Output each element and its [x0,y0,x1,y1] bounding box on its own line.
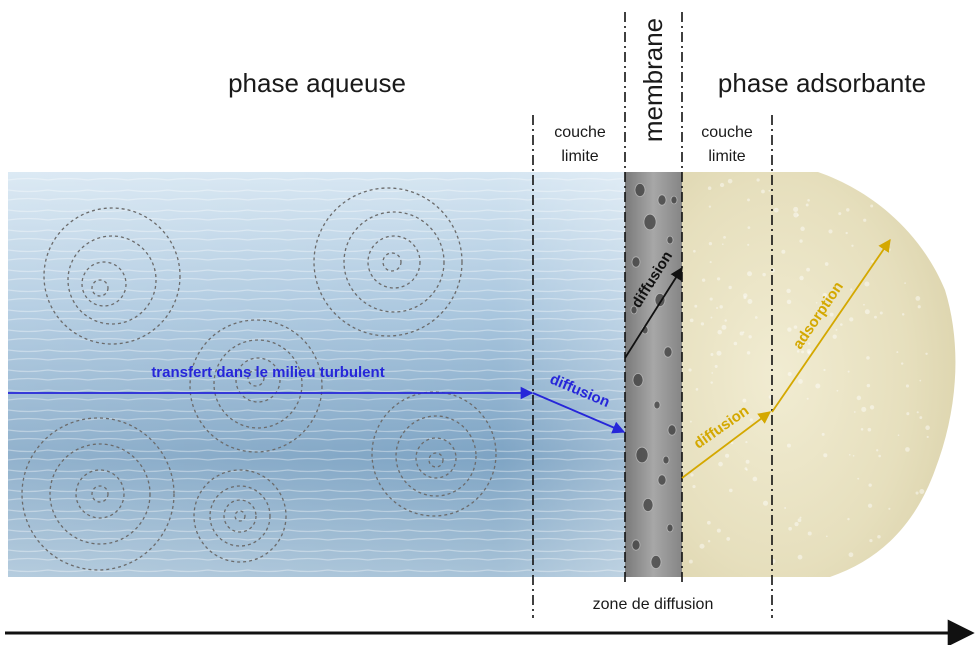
diffusion-adsorbent-arrow [681,411,772,479]
boundary-layer-right-label-line2: limite [708,148,745,165]
boundary-layer-right-label-line1: couche [701,124,753,141]
eddy [313,187,463,337]
eddy [21,417,175,571]
turbulent-transfer-label: transfert dans le milieu turbulent [151,364,384,381]
eddy [43,207,181,345]
eddy [193,469,287,563]
adsorption-arrow [771,238,891,413]
diffusion-membrane-arrow [624,266,683,359]
membrane-region [625,172,682,577]
diffusion-zone-label: zone de diffusion [593,596,714,613]
boundary-layer-left-label-line2: limite [561,148,598,165]
eddy [371,391,497,517]
eddy [189,319,323,453]
aqueous-phase-heading: phase aqueuse [228,68,406,98]
aqueous-phase-region [7,172,649,577]
adsorbent-phase-heading: phase adsorbante [718,68,926,98]
membrane-heading: membrane [638,18,668,142]
turbulence-eddies [21,187,497,571]
adsorbent-phase-region [682,172,956,577]
boundary-layer-left-label-line1: couche [554,124,606,141]
diffusion-aqueous-arrow [532,392,626,434]
